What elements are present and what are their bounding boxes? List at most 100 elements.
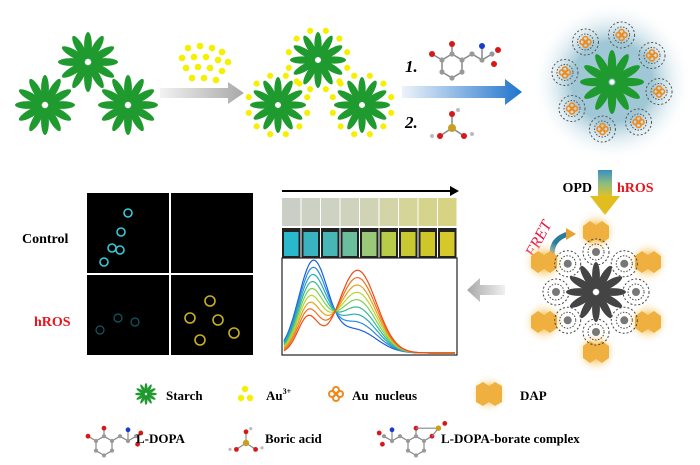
au-ions-cluster <box>178 42 232 84</box>
cell-blue-dim <box>113 313 123 323</box>
gray-arrow-right-1 <box>160 82 244 104</box>
cuvette-daylight <box>282 198 301 226</box>
cell-image-control-yellow <box>171 193 253 273</box>
cuvette-daylight <box>301 198 320 226</box>
au-ion <box>307 86 314 93</box>
fret-arrowhead <box>566 228 576 240</box>
legend-au-nucleus: Au nucleus <box>352 388 417 403</box>
cell-yellow <box>184 312 196 324</box>
au-ion <box>380 80 387 87</box>
cuvette-photos <box>282 198 457 258</box>
au-ion <box>296 123 303 130</box>
ldopa-shell <box>558 95 586 123</box>
starch-icon <box>98 75 158 135</box>
cuvette-daylight <box>360 198 379 226</box>
au-ion <box>245 94 252 101</box>
au-nucleus <box>620 259 629 268</box>
ldopa-shell <box>610 306 638 334</box>
ldopa-shell <box>638 41 666 69</box>
au-ion-icon <box>237 385 254 402</box>
ldopa-shell <box>551 58 579 86</box>
cell-yellow <box>204 295 216 307</box>
au-nucleus-icon <box>632 115 645 129</box>
cell-blue <box>116 227 126 237</box>
l-dopa-borate-complex-icon <box>376 421 448 458</box>
au-ion <box>304 109 311 116</box>
dap-molecule <box>531 311 558 333</box>
cuvette-daylight <box>340 198 359 226</box>
au-ion <box>178 54 186 62</box>
au-ion <box>329 109 336 116</box>
au-ion <box>351 131 358 138</box>
au-nucleus-icon <box>579 35 592 49</box>
au-ion <box>344 49 351 56</box>
cell-yellow <box>228 327 240 339</box>
cell-blue <box>115 245 125 255</box>
au-ion <box>282 72 289 79</box>
cell-blue <box>99 257 109 267</box>
au-ion <box>293 35 300 42</box>
l-dopa-legend-icon <box>85 425 144 458</box>
au-nucleus <box>563 316 572 325</box>
boric-acid-molecule-icon <box>430 108 474 139</box>
dap-complex-after-hros <box>522 210 670 374</box>
au-ion <box>336 35 343 42</box>
hros-label: hROS <box>617 181 654 196</box>
starch-icon <box>15 75 75 135</box>
ldopa-shell <box>608 21 636 49</box>
cuvette-daylight <box>418 198 437 226</box>
cuvette-uv <box>362 232 377 256</box>
step-1-label: 1. <box>405 57 418 76</box>
au-nucleus-icon <box>652 85 666 98</box>
cell-images <box>87 193 253 355</box>
au-nucleus <box>620 316 629 325</box>
cuvette-uv <box>401 232 416 256</box>
starch-icon <box>245 72 311 138</box>
au-ion <box>224 58 232 66</box>
au-ion <box>196 42 204 50</box>
starch-particles <box>15 32 158 135</box>
starch-au-particles <box>245 27 395 138</box>
au-ion <box>212 76 220 84</box>
au-nucleus <box>592 328 600 336</box>
cuvette-uv <box>284 232 299 256</box>
au-ion <box>194 63 202 71</box>
au-ion <box>344 64 351 71</box>
legend-dap: DAP <box>520 388 547 403</box>
legend-boric-acid: Boric acid <box>265 431 322 446</box>
au-ion <box>388 109 395 116</box>
au-ion <box>366 131 373 138</box>
au-ion <box>329 94 336 101</box>
au-ion <box>190 53 198 61</box>
dap-molecule <box>531 251 558 273</box>
starch-icon <box>285 27 351 93</box>
au-nucleus-icon <box>565 102 579 115</box>
au-ion <box>282 131 289 138</box>
starch-icon <box>135 383 157 405</box>
au-ion <box>208 44 216 52</box>
legend-starch: Starch <box>166 388 203 403</box>
au-ion <box>380 123 387 130</box>
gray-arrow-left <box>467 278 505 302</box>
cell-yellow <box>194 334 206 346</box>
cell-yellow <box>212 314 224 326</box>
spectrum-line <box>283 269 455 354</box>
au-ion <box>188 74 196 82</box>
au-ion <box>304 94 311 101</box>
ldopa-shell <box>610 250 638 278</box>
cuvette-uv <box>420 232 435 256</box>
cell-image-hros-blue <box>87 275 169 355</box>
au-nucleus <box>563 259 572 268</box>
au-ion <box>206 64 214 72</box>
gradient-arrow-head <box>450 186 459 196</box>
cell-blue-dim <box>130 317 140 327</box>
au-nucleus <box>552 288 560 296</box>
starch-icon <box>135 383 157 405</box>
blue-arrow-right <box>402 79 522 105</box>
au-ion <box>337 80 344 87</box>
starch-icon <box>329 72 395 138</box>
down-arrow-shaft <box>598 170 612 198</box>
starch-gold-ldopa-complex <box>551 21 673 143</box>
